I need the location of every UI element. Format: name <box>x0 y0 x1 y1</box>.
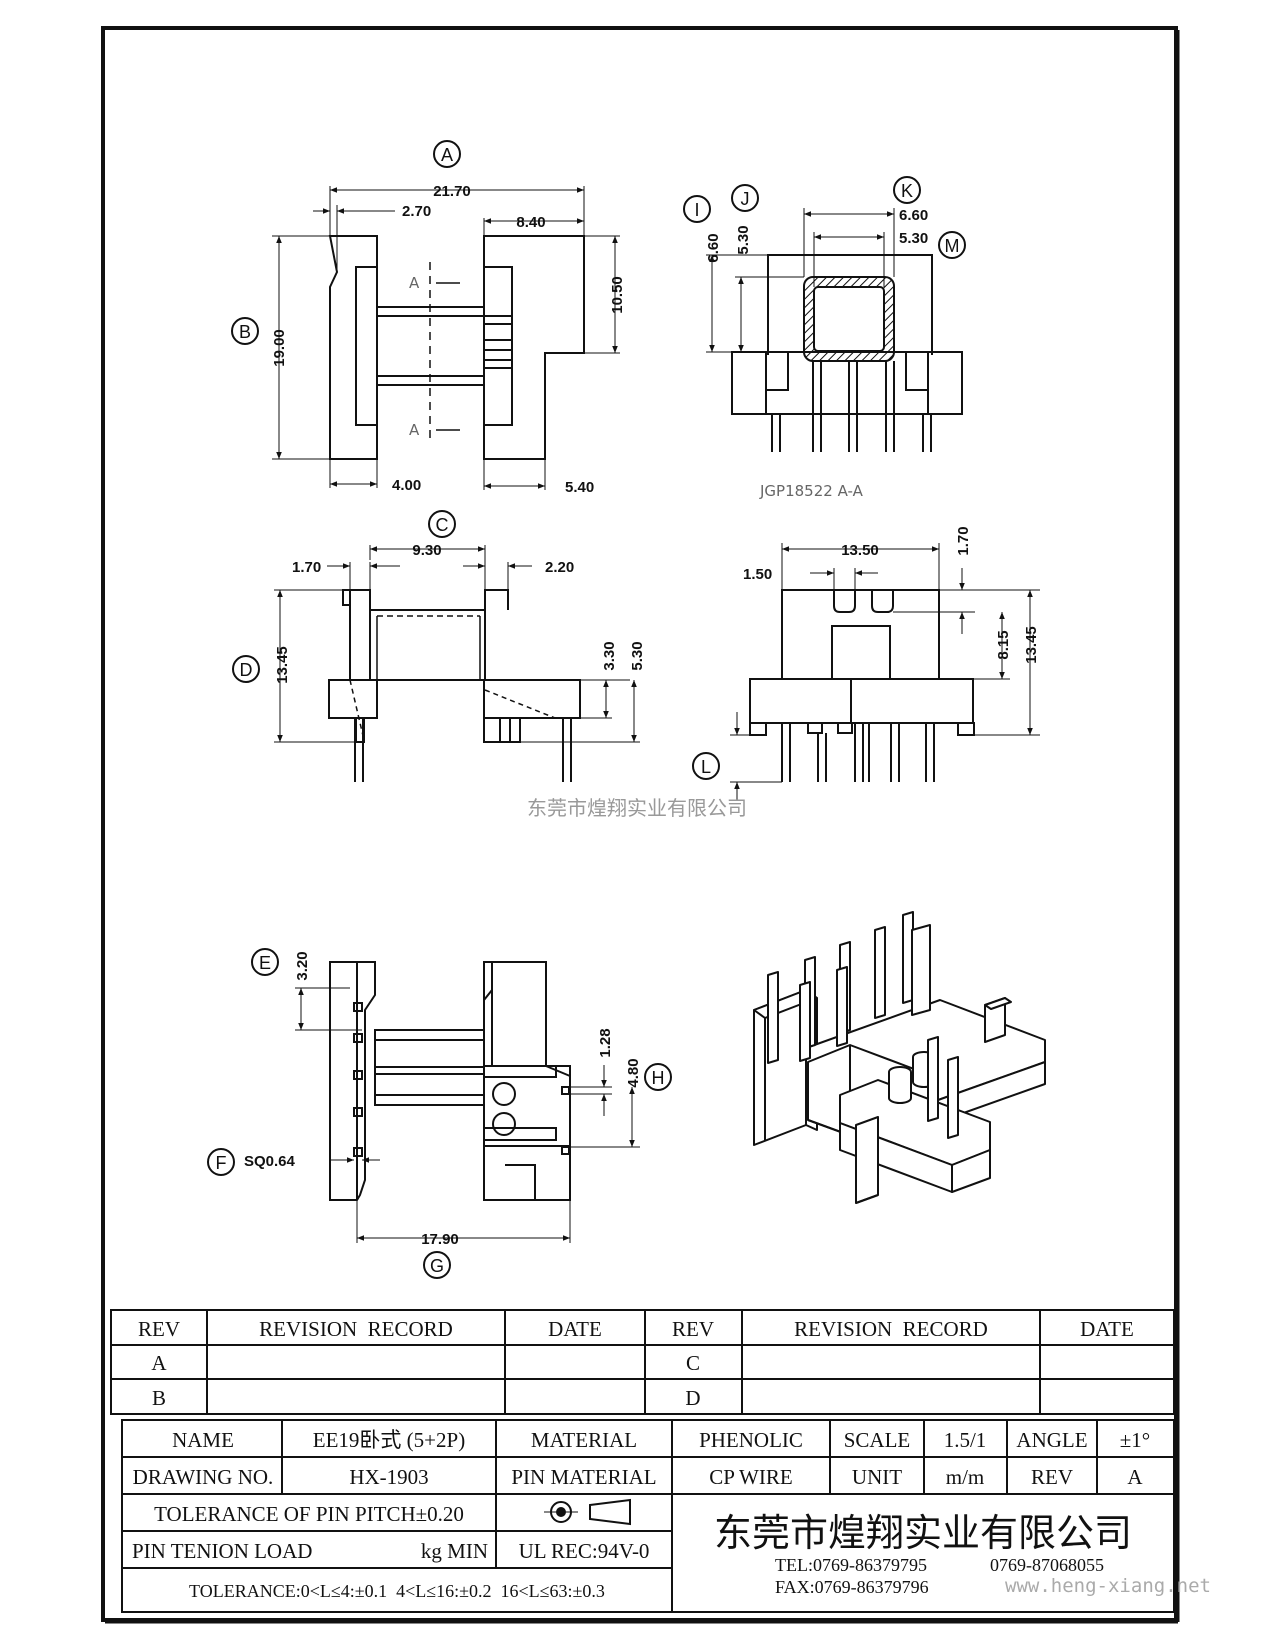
rev-label: REV <box>1031 1465 1073 1489</box>
name-label: NAME <box>172 1428 234 1452</box>
dim-13-50: 13.50 <box>841 542 879 559</box>
revision-table <box>110 1309 1175 1415</box>
dim-4-00: 4.00 <box>392 477 421 494</box>
dim-5-30-h: 5.30 <box>899 230 928 247</box>
callout-g: G <box>430 1256 444 1276</box>
revision-table-text: REV REVISION RECORD DATE REV REVISION RE… <box>138 1317 1134 1410</box>
section-view <box>683 176 966 452</box>
front-view <box>692 543 1040 800</box>
dim-5-30-side: 5.30 <box>629 641 646 670</box>
projection-symbol-icon <box>544 1498 631 1526</box>
section-mark-top: A <box>409 274 420 292</box>
company-name: 东莞市煌翔实业有限公司 <box>714 1513 1132 1555</box>
callout-m: M <box>945 236 960 256</box>
dim-6-60-v: 6.60 <box>705 233 722 262</box>
rev-header-left: REV <box>138 1317 180 1341</box>
rev-d: D <box>685 1386 700 1410</box>
dim-19-00: 19.00 <box>271 329 288 367</box>
dim-4-80: 4.80 <box>625 1058 642 1087</box>
ul-rec: UL REC:94V-0 <box>519 1539 650 1563</box>
dim-21-70: 21.70 <box>433 183 471 200</box>
tolerance-pin-pitch: TOLERANCE OF PIN PITCH±0.20 <box>154 1502 464 1526</box>
callout-h: H <box>652 1068 665 1088</box>
drawing-no-value: HX-1903 <box>349 1465 428 1489</box>
callout-i: I <box>694 200 699 220</box>
callout-e: E <box>259 953 271 973</box>
section-view-labels: I J K M 6.60 5.30 6.60 5.30 JGP18522 A-A <box>694 181 959 500</box>
dim-13-45-front: 13.45 <box>1023 626 1040 664</box>
dim-10-50: 10.50 <box>609 276 626 314</box>
unit-value: m/m <box>946 1465 985 1489</box>
callout-a: A <box>441 145 453 165</box>
dim-sq0-64: SQ0.64 <box>244 1153 296 1170</box>
dim-8-40: 8.40 <box>516 214 545 231</box>
bottom-view <box>207 948 672 1279</box>
dim-9-30: 9.30 <box>412 542 441 559</box>
title-block <box>121 1419 1175 1613</box>
material-label: MATERIAL <box>531 1428 637 1452</box>
callout-d: D <box>240 660 253 680</box>
dim-1-50: 1.50 <box>743 566 772 583</box>
company-tel: TEL:0769-86379795 <box>775 1555 927 1575</box>
material-value: PHENOLIC <box>699 1428 803 1452</box>
isometric-view <box>753 911 1046 1204</box>
dim-17-90: 17.90 <box>421 1231 459 1248</box>
tolerance-general: TOLERANCE:0<L≤4:±0.1 4<L≤16:±0.2 16<L≤63… <box>189 1581 605 1601</box>
dim-1-70: 1.70 <box>292 559 321 576</box>
title-block-text: NAME EE19卧式 (5+2P) MATERIAL PHENOLIC SCA… <box>132 1428 1211 1601</box>
front-view-labels: L 13.50 1.70 1.50 8.15 13.45 <box>701 526 1040 777</box>
rev-value: A <box>1127 1465 1143 1489</box>
dim-13-45-side: 13.45 <box>274 646 291 684</box>
drawing-no-label: DRAWING NO. <box>133 1465 274 1489</box>
angle-label: ANGLE <box>1016 1428 1087 1452</box>
website-watermark: www.heng-xiang.net <box>1005 1575 1211 1597</box>
unit-label: UNIT <box>852 1465 902 1489</box>
side-view-labels: C D 1.70 9.30 2.20 13.45 3.30 5.30 <box>240 515 647 684</box>
callout-j: J <box>741 189 750 209</box>
top-view <box>231 140 620 490</box>
section-label: JGP18522 A-A <box>759 482 864 500</box>
callout-k: K <box>901 181 913 201</box>
revision-record-header-left: REVISION RECORD <box>259 1317 453 1341</box>
callout-f: F <box>216 1153 227 1173</box>
pin-load-label: PIN TENION LOAD <box>132 1539 312 1563</box>
watermark-company: 东莞市煌翔实业有限公司 <box>527 796 747 820</box>
dim-3-30: 3.30 <box>601 641 618 670</box>
name-value: EE19卧式 (5+2P) <box>313 1428 465 1452</box>
callout-c: C <box>436 515 449 535</box>
pin-material-value: CP WIRE <box>709 1465 792 1489</box>
sheet-border <box>101 26 1178 1622</box>
dim-1-28: 1.28 <box>597 1028 614 1057</box>
section-mark-bottom: A <box>409 421 420 439</box>
dim-2-20: 2.20 <box>545 559 574 576</box>
angle-value: ±1° <box>1120 1428 1150 1452</box>
callout-b: B <box>239 322 251 342</box>
top-view-labels: A B 21.70 2.70 8.40 10.50 19.00 4.00 5.4… <box>239 145 626 496</box>
date-header-left: DATE <box>548 1317 602 1341</box>
side-view <box>232 510 640 782</box>
scale-label: SCALE <box>844 1428 911 1452</box>
dim-3-20: 3.20 <box>294 951 311 980</box>
company-fax: FAX:0769-86379796 <box>775 1577 929 1597</box>
scale-value: 1.5/1 <box>944 1428 987 1452</box>
rev-a: A <box>151 1351 167 1375</box>
dim-5-40: 5.40 <box>565 479 594 496</box>
bottom-view-labels: E F G H 3.20 1.28 4.80 SQ0.64 17.90 <box>216 951 665 1276</box>
pin-material-label: PIN MATERIAL <box>511 1465 656 1489</box>
dim-6-60-h: 6.60 <box>899 207 928 224</box>
dim-5-30-v: 5.30 <box>735 225 752 254</box>
pin-load-unit: kg MIN <box>421 1539 488 1563</box>
rev-b: B <box>152 1386 166 1410</box>
dim-1-70-front: 1.70 <box>955 526 972 555</box>
company-tel-2: 0769-87068055 <box>990 1555 1104 1575</box>
dim-8-15: 8.15 <box>995 630 1012 659</box>
revision-record-header-right: REVISION RECORD <box>794 1317 988 1341</box>
date-header-right: DATE <box>1080 1317 1134 1341</box>
callout-l: L <box>701 757 711 777</box>
rev-c: C <box>686 1351 700 1375</box>
rev-header-right: REV <box>672 1317 714 1341</box>
dim-2-70: 2.70 <box>402 203 431 220</box>
